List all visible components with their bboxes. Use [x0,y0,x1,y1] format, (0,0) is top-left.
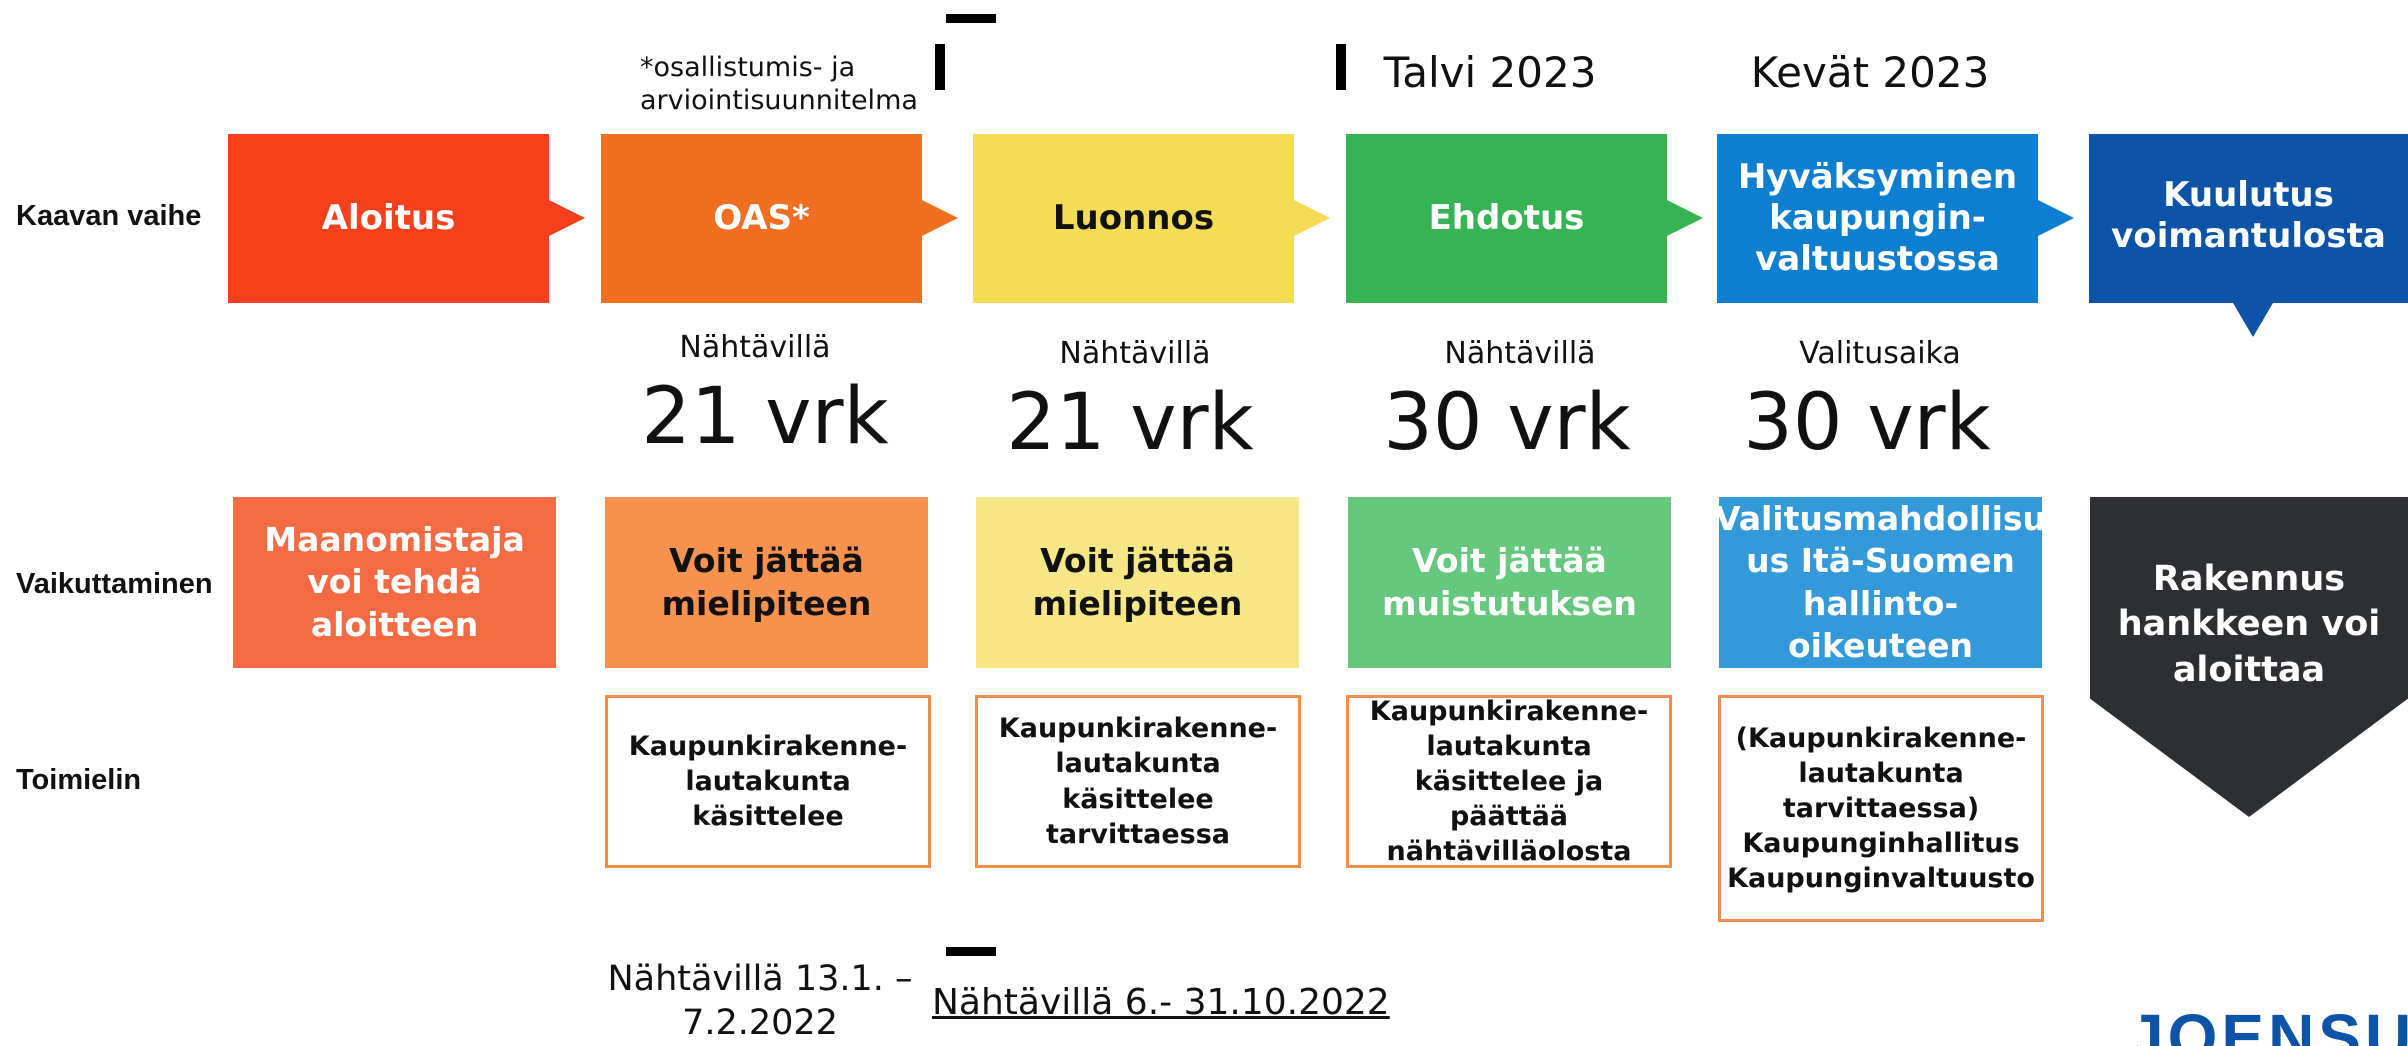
luonnos-dates: Nähtävillä 6.- 31.10.2022 [932,982,1390,1023]
logo-text: JOENSUU [2128,1006,2408,1046]
stage-ehdotus: Ehdotus [1346,134,1667,303]
oas-dates: Nähtävillä 13.1. – 7.2.2022 [607,959,913,1043]
arrow-right-icon [549,200,585,236]
stage-oas: OAS* [601,134,922,303]
period-label-ehdotus: Nähtävillä [1444,336,1596,371]
influence-luonnos: Voit jättää mielipiteen [976,497,1299,668]
influence-ehdotus: Voit jättää muistutuksen [1348,497,1671,668]
influence-aloitus: Maanomistaja voi tehdä aloitteen [233,497,556,668]
body-luonnos: Kaupunkirakenne-lautakunta käsittelee ta… [975,695,1301,868]
stage-kuulutus: Kuulutus voimantulosta [2089,134,2408,303]
influence-oas: Voit jättää mielipiteen [605,497,928,668]
oas-note: *osallistumis- ja arviointisuunnitelma [640,52,918,116]
season-spring: Kevät 2023 [1750,48,1990,97]
joensuu-logo: JOENSUU [2128,1006,2408,1046]
body-oas: Kaupunkirakenne-lautakunta käsittelee [605,695,931,868]
period-value-ehdotus: 30 vrk [1383,378,1631,468]
period-value-valitus: 30 vrk [1743,378,1991,468]
stage-luonnos: Luonnos [973,134,1294,303]
highlight-frame-left [935,44,945,949]
period-label-valitus: Valitusaika [1799,336,1961,371]
highlight-frame-right [1336,44,1346,949]
body-hyvaksyminen: (Kaupunkirakenne-lautakunta tarvittaessa… [1718,695,2044,922]
row-label-influence: Vaikuttaminen [16,568,213,600]
influence-valitus: Valitusmahdollisu us Itä-Suomen hallinto… [1715,497,2046,668]
body-ehdotus: Kaupunkirakenne-lautakunta käsittelee ja… [1346,695,1672,868]
arrow-down-icon [2233,303,2273,337]
arrow-right-icon [1667,200,1703,236]
row-label-body: Toimielin [16,764,142,796]
period-label-oas: Nähtävillä [679,330,831,365]
influence-rakennus: Rakennus hankkeen voi aloittaa [2117,558,2381,690]
period-label-luonnos: Nähtävillä [1059,336,1211,371]
highlight-frame-top [946,14,1330,23]
arrow-right-icon [2038,200,2074,236]
row-label-stage: Kaavan vaihe [16,200,202,232]
season-winter: Talvi 2023 [1383,48,1597,97]
period-value-oas: 21 vrk [641,372,889,462]
stage-aloitus: Aloitus [228,134,549,303]
arrow-right-icon [1294,200,1330,236]
stage-hyvaksyminen: Hyväksyminen kaupungin-valtuustossa [1717,134,2038,303]
highlight-frame-bottom [946,947,1330,956]
period-value-luonnos: 21 vrk [1006,378,1254,468]
